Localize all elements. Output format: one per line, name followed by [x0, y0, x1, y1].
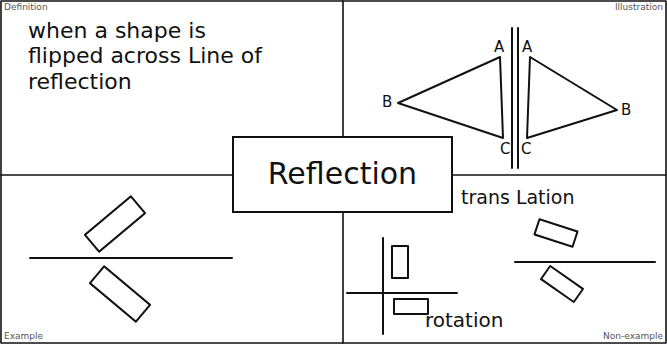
term-box: Reflection: [232, 136, 453, 213]
axis-line: [347, 292, 457, 294]
vertex-label: B: [382, 95, 392, 110]
mirror-line: [517, 28, 519, 168]
quadrant-heading: Non-example: [603, 331, 663, 341]
vertex-label: A: [522, 40, 532, 55]
quadrant-heading: Example: [4, 331, 43, 341]
term-text: Reflection: [268, 157, 417, 192]
axis-line: [382, 238, 384, 334]
vertex-label: A: [494, 40, 504, 55]
vertex-label: C: [500, 142, 510, 157]
triangle-shape: [398, 57, 503, 138]
non-example-name: trans Lation: [461, 187, 575, 209]
rectangle-shape: [90, 266, 150, 321]
definition-text: when a shape is flipped across Line of r…: [28, 18, 278, 94]
reference-line: [515, 261, 655, 263]
rectangle-shape: [392, 246, 408, 278]
non-example-name: rotation: [425, 309, 503, 332]
quadrant-heading: Illustration: [615, 2, 663, 12]
vertex-label: B: [621, 103, 631, 118]
vertex-label: C: [521, 142, 531, 157]
rectangle-shape: [535, 219, 578, 247]
quadrant-heading: Definition: [4, 2, 48, 12]
reflection-line: [30, 257, 232, 259]
rectangle-shape: [541, 266, 583, 302]
mirror-line: [511, 28, 513, 168]
rectangle-shape: [85, 196, 145, 251]
triangle-shape: [527, 57, 617, 138]
rectangle-shape: [394, 299, 428, 314]
